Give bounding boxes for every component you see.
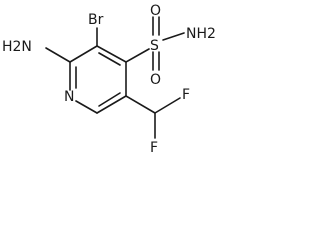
bond-c5-chf2	[125, 95, 156, 114]
bond-c2-amino	[45, 47, 71, 63]
bromo-label: Br	[88, 12, 104, 28]
fluorine-lower-label: F	[150, 140, 158, 156]
oxygen-lower-label: O	[150, 72, 161, 88]
sulfur-label: S	[150, 38, 159, 54]
bond-c5-c6	[96, 95, 127, 114]
amino-label: H2N	[2, 39, 32, 55]
oxygen-upper-label: O	[150, 3, 161, 19]
bond-c6-n1	[75, 100, 98, 114]
bond-c2-c3	[69, 45, 98, 63]
bond-c3-c4-inner	[98, 52, 121, 66]
bond-chf2-f-upper	[154, 97, 181, 114]
bond-s-nh2	[162, 32, 185, 41]
structure-canvas: H2N Br S O O NH2 N F F	[2, 3, 216, 156]
bond-c5-c6-inner	[98, 92, 121, 107]
bond-c4-s	[125, 48, 150, 63]
bond-c3-c4	[96, 45, 127, 63]
sulfonamide-nh2-label: NH2	[186, 26, 216, 42]
molecule-drawing: H2N Br S O O NH2 N F F	[2, 3, 216, 156]
ring-nitrogen-label: N	[64, 89, 74, 105]
fluorine-upper-label: F	[182, 87, 190, 103]
